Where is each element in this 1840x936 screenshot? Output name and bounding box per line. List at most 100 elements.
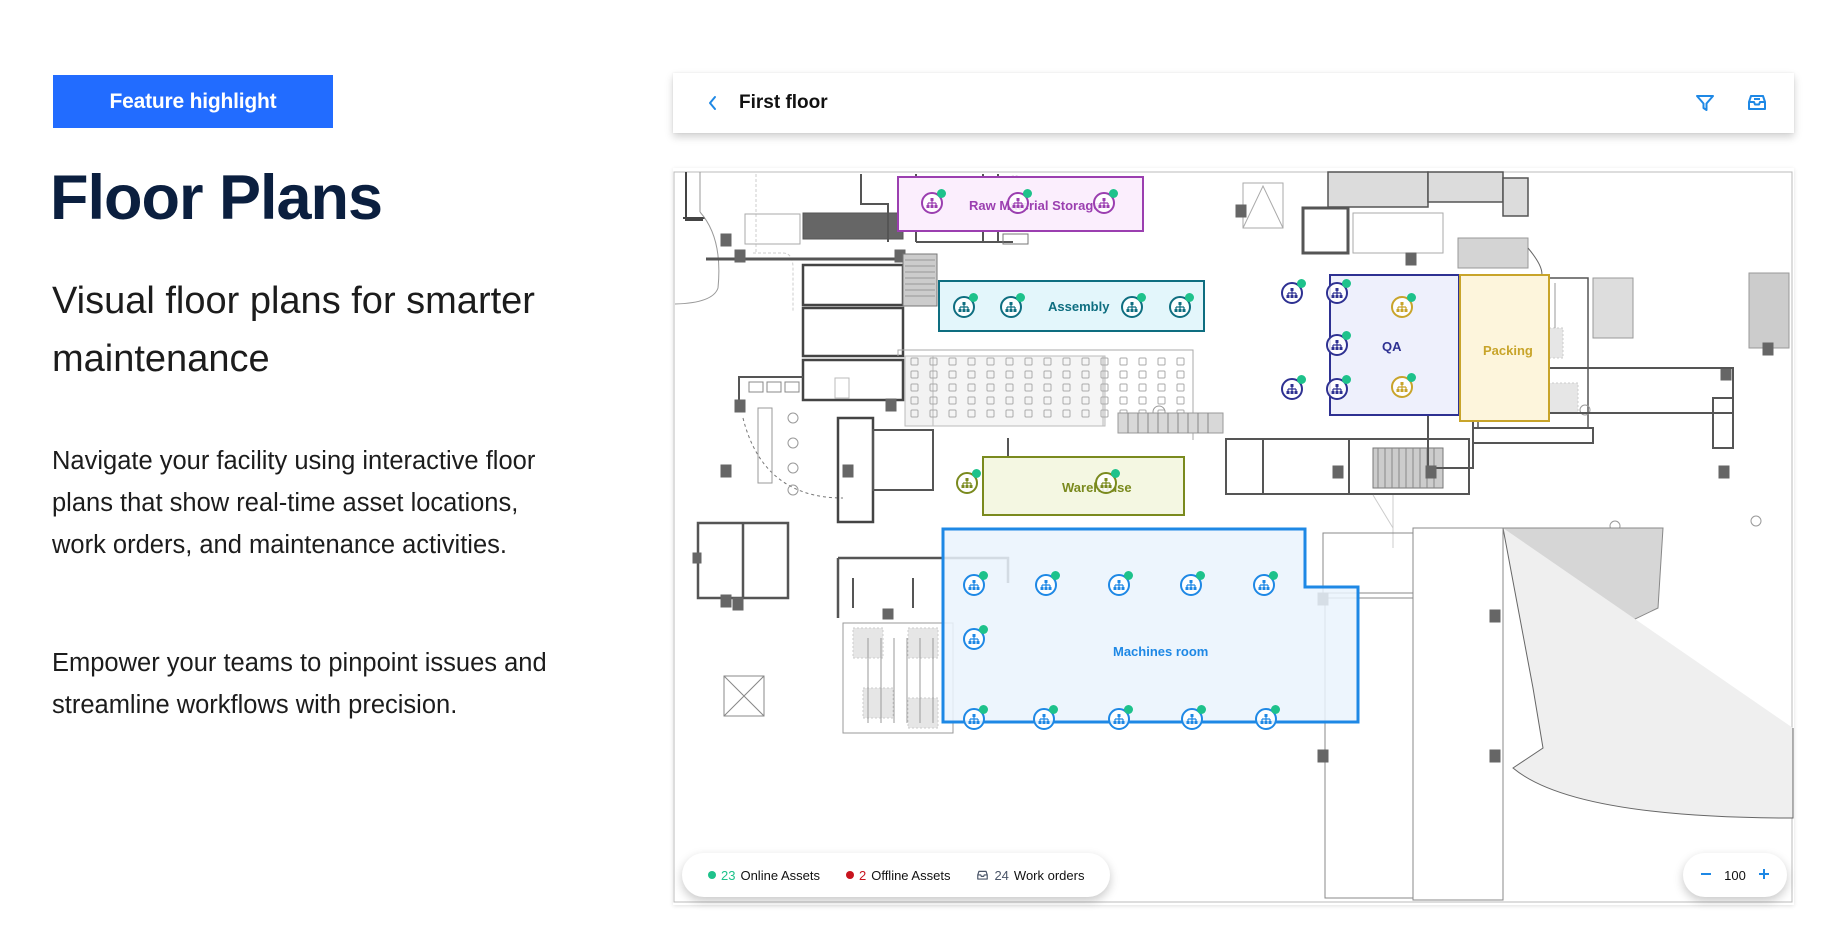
asset-marker[interactable] xyxy=(1326,375,1351,400)
online-status-dot xyxy=(708,871,716,879)
online-status-dot xyxy=(1407,373,1416,382)
asset-marker[interactable] xyxy=(1108,705,1133,730)
online-status-dot xyxy=(969,293,978,302)
filter-icon xyxy=(1696,95,1714,111)
offline-status-dot xyxy=(845,871,854,879)
description-paragraph-1: Navigate your facility using interactive… xyxy=(52,447,536,559)
chevron-left-icon xyxy=(709,96,716,110)
hierarchy-icon xyxy=(1005,301,1017,312)
work-orders-button[interactable] xyxy=(1746,92,1768,114)
online-assets-label: Online Assets xyxy=(740,867,820,883)
offline-assets-label: Offline Assets xyxy=(871,867,951,883)
online-status-dot xyxy=(1049,705,1058,714)
asset-marker[interactable] xyxy=(1093,189,1118,214)
online-status-dot xyxy=(1016,293,1025,302)
asset-marker[interactable] xyxy=(963,625,988,650)
work-orders-stat[interactable]: 24 Work orders xyxy=(976,868,1084,883)
online-status-dot xyxy=(1124,571,1133,580)
hierarchy-icon xyxy=(1040,579,1052,590)
hierarchy-icon xyxy=(1396,381,1408,392)
page-title: Floor Plans xyxy=(50,163,383,233)
online-status-dot xyxy=(1342,279,1351,288)
zone-assembly[interactable]: Assembly xyxy=(938,280,1205,332)
hierarchy-icon xyxy=(1098,197,1110,208)
asset-marker[interactable] xyxy=(1253,571,1278,596)
hierarchy-icon xyxy=(968,579,980,590)
online-status-dot xyxy=(1023,189,1032,198)
hierarchy-icon xyxy=(1331,287,1343,298)
hierarchy-icon xyxy=(1258,579,1270,590)
asset-marker[interactable] xyxy=(1095,469,1120,494)
asset-marker[interactable] xyxy=(1033,705,1058,730)
zoom-level: 100 xyxy=(1724,867,1746,883)
zone-machines-room[interactable] xyxy=(673,168,1794,905)
online-status-dot xyxy=(979,625,988,634)
floor-plan-map[interactable]: Raw Material Storage Assembly QA Packing… xyxy=(673,168,1794,905)
floor-plan-drawing xyxy=(673,171,1794,903)
online-status-dot xyxy=(979,571,988,580)
hierarchy-icon xyxy=(1012,197,1024,208)
online-status-dot xyxy=(1196,571,1205,580)
zone-packing[interactable]: Packing xyxy=(1459,274,1550,422)
online-status-dot xyxy=(1137,293,1146,302)
filter-button[interactable] xyxy=(1694,92,1716,114)
asset-marker[interactable] xyxy=(1180,571,1205,596)
zoom-control: 100 xyxy=(1683,853,1787,897)
asset-marker[interactable] xyxy=(1391,293,1416,318)
zone-label: Assembly xyxy=(1048,299,1110,314)
asset-marker[interactable] xyxy=(1169,293,1194,318)
asset-marker[interactable] xyxy=(963,571,988,596)
online-status-dot xyxy=(1297,279,1306,288)
inbox-icon xyxy=(1748,95,1766,110)
back-button[interactable] xyxy=(701,91,725,115)
hierarchy-icon xyxy=(958,301,970,312)
online-status-dot xyxy=(1271,705,1280,714)
asset-marker[interactable] xyxy=(956,469,981,494)
online-status-dot xyxy=(1111,469,1120,478)
asset-marker[interactable] xyxy=(1108,571,1133,596)
zoom-out-button[interactable] xyxy=(1699,865,1713,885)
online-status-dot xyxy=(1109,189,1118,198)
floor-header: First floor xyxy=(673,73,1794,133)
online-assets-count: 23 xyxy=(721,867,736,883)
hierarchy-icon xyxy=(1331,383,1343,394)
minus-icon xyxy=(1701,873,1711,875)
asset-marker[interactable] xyxy=(1281,375,1306,400)
zone-label: Packing xyxy=(1483,343,1533,358)
asset-marker[interactable] xyxy=(1007,189,1032,214)
online-status-dot xyxy=(1124,705,1133,714)
asset-marker[interactable] xyxy=(1000,293,1025,318)
hierarchy-icon xyxy=(968,633,980,644)
asset-marker[interactable] xyxy=(1255,705,1280,730)
work-orders-count: 24 xyxy=(994,867,1009,883)
hierarchy-icon xyxy=(961,477,973,488)
asset-marker[interactable] xyxy=(963,705,988,730)
floor-title: First floor xyxy=(739,92,828,113)
online-assets-stat[interactable]: 23 Online Assets xyxy=(708,868,820,883)
asset-marker[interactable] xyxy=(921,189,946,214)
offline-assets-stat[interactable]: 2 Offline Assets xyxy=(845,867,951,883)
zone-label: Raw Material Storage xyxy=(969,198,1101,213)
hierarchy-icon xyxy=(1174,301,1186,312)
plus-icon xyxy=(1758,869,1769,879)
asset-marker[interactable] xyxy=(953,293,978,318)
asset-marker[interactable] xyxy=(1181,705,1206,730)
page-subtitle: Visual floor plans for smarter maintenan… xyxy=(52,280,535,380)
hierarchy-icon xyxy=(1100,477,1112,488)
hierarchy-icon xyxy=(1260,713,1272,724)
hierarchy-icon xyxy=(1185,579,1197,590)
asset-marker[interactable] xyxy=(1035,571,1060,596)
hierarchy-icon xyxy=(1286,383,1298,394)
online-status-dot xyxy=(1407,293,1416,302)
online-status-dot xyxy=(1342,375,1351,384)
online-status-dot xyxy=(1297,375,1306,384)
online-status-dot xyxy=(1342,331,1351,340)
asset-marker[interactable] xyxy=(1121,293,1146,318)
asset-marker[interactable] xyxy=(1391,373,1416,398)
inbox-icon xyxy=(977,870,989,880)
asset-marker[interactable] xyxy=(1326,279,1351,304)
asset-marker[interactable] xyxy=(1281,279,1306,304)
zoom-in-button[interactable] xyxy=(1757,865,1771,885)
asset-marker[interactable] xyxy=(1326,331,1351,356)
online-status-dot xyxy=(979,705,988,714)
